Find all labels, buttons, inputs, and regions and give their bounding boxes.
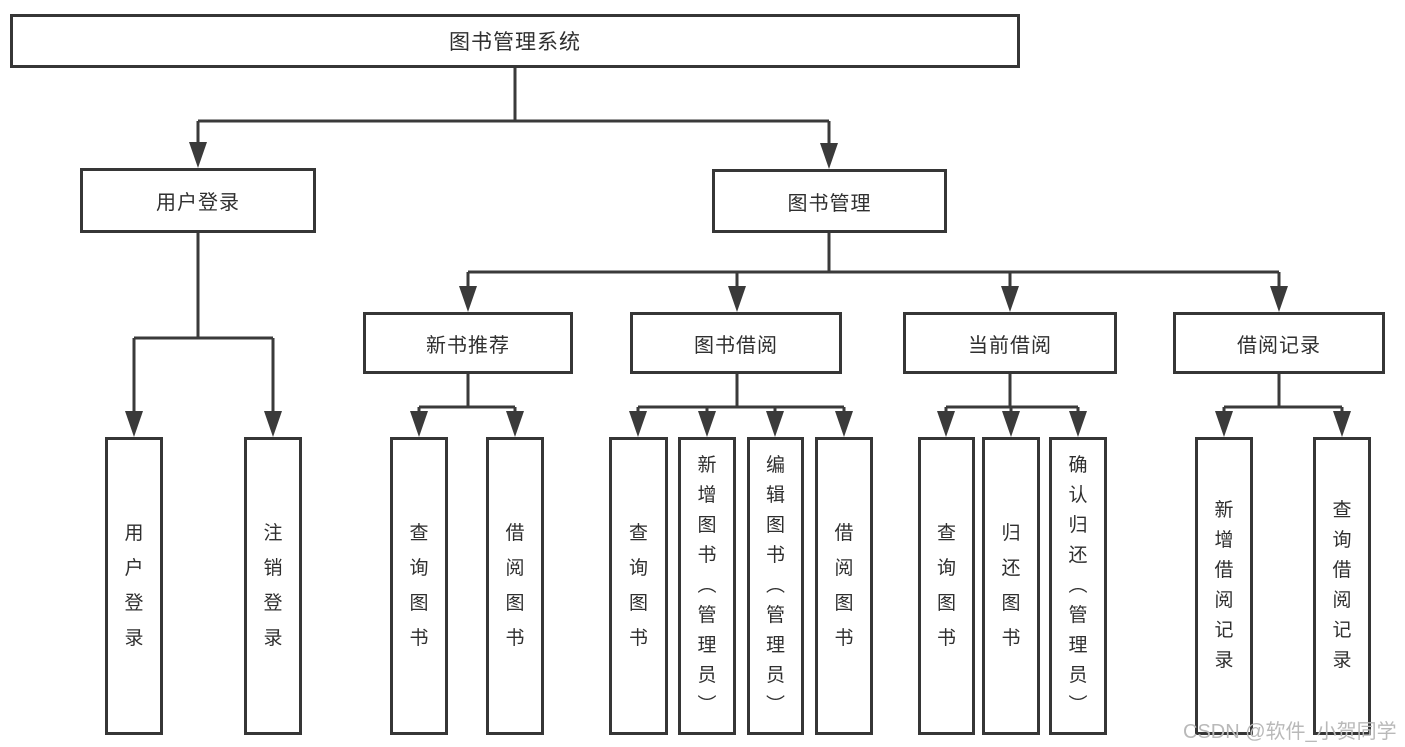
node-leaf-borrow-add: 新增图书︵管理员︶	[678, 437, 736, 735]
node-book-management: 图书管理	[712, 169, 947, 233]
node-leaf-record-query: 查询借阅记录	[1313, 437, 1371, 735]
node-current-borrow: 当前借阅	[903, 312, 1117, 374]
node-leaf-logout: 注销登录	[244, 437, 302, 735]
csdn-watermark: CSDN @软件_小贺同学	[1183, 721, 1397, 743]
node-leaf-current-query: 查询图书	[918, 437, 975, 735]
node-leaf-user-login: 用户登录	[105, 437, 163, 735]
node-leaf-current-confirm: 确认归还︵管理员︶	[1049, 437, 1107, 735]
node-leaf-record-add: 新增借阅记录	[1195, 437, 1253, 735]
node-leaf-newbook-borrow: 借阅图书	[486, 437, 544, 735]
node-leaf-borrow-edit: 编辑图书︵管理员︶	[747, 437, 804, 735]
node-borrow-record: 借阅记录	[1173, 312, 1385, 374]
node-root: 图书管理系统	[10, 14, 1020, 68]
node-user-login: 用户登录	[80, 168, 316, 233]
node-leaf-newbook-query: 查询图书	[390, 437, 448, 735]
node-new-book-recommend: 新书推荐	[363, 312, 573, 374]
node-leaf-current-return: 归还图书	[982, 437, 1040, 735]
node-leaf-borrow-query: 查询图书	[609, 437, 668, 735]
node-book-borrow: 图书借阅	[630, 312, 842, 374]
node-leaf-borrow-borrow: 借阅图书	[815, 437, 873, 735]
